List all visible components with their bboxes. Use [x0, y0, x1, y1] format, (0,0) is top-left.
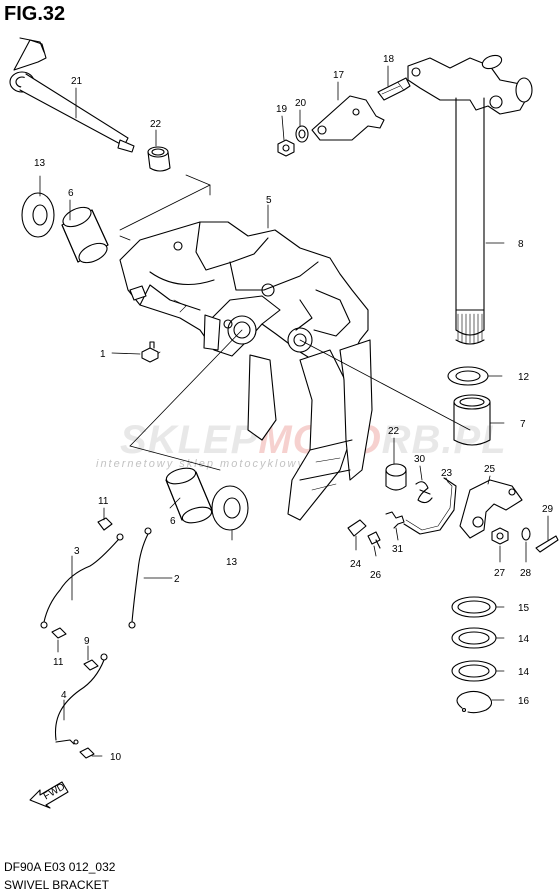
callout-18: 18 [383, 54, 395, 65]
part-4-ground-wire [54, 653, 108, 745]
part-11-screw-lower [51, 627, 67, 639]
part-5-tilt-arms [247, 339, 373, 521]
part-18-bolt [377, 77, 411, 101]
callout-14-lower: 14 [518, 667, 530, 678]
part-14-ring-lower [451, 660, 497, 682]
part-23-lever-rod [403, 477, 457, 535]
part-15-ring [451, 596, 497, 618]
part-10-screw [79, 747, 95, 759]
callout-21: 21 [71, 76, 83, 87]
callout-4: 4 [61, 690, 67, 701]
part-30-spring [415, 481, 433, 504]
part-6-upper-bushing [61, 206, 109, 264]
callout-6-lower: 6 [170, 516, 176, 527]
callout-8: 8 [518, 239, 524, 250]
callout-23: 23 [441, 468, 453, 479]
part-28-washer [521, 527, 531, 541]
figure-name: SWIVEL BRACKET [4, 878, 109, 892]
callout-5: 5 [266, 195, 272, 206]
callout-13-upper: 13 [34, 158, 46, 169]
callout-28: 28 [520, 568, 532, 579]
callout-2: 2 [174, 574, 180, 585]
callout-30: 30 [414, 454, 426, 465]
part-26-screw [367, 531, 381, 549]
callout-22-upper: 22 [150, 119, 162, 130]
callout-10: 10 [110, 752, 122, 763]
callout-6-upper: 6 [68, 188, 74, 199]
callout-11-upper: 11 [98, 496, 109, 507]
callout-25: 25 [484, 464, 496, 475]
callout-19: 19 [276, 104, 288, 115]
callout-leader-lines [39, 65, 549, 757]
part-17-bracket-plate [311, 95, 385, 141]
part-6-lower-bushing [165, 467, 213, 524]
part-13-lower-washer [211, 485, 249, 531]
fwd-arrow-icon: FWD [29, 781, 69, 809]
part-22-lower-bushing [385, 463, 407, 491]
callout-22-lower: 22 [388, 426, 400, 437]
part-13-upper-washer [21, 192, 55, 238]
part-27-nut [491, 527, 509, 545]
callout-27: 27 [494, 568, 506, 579]
callout-31: 31 [392, 544, 404, 555]
part-3-ground-wire [40, 533, 124, 629]
part-29-pin [535, 535, 559, 553]
part-11-screw-upper [97, 517, 113, 531]
callout-14-upper: 14 [518, 634, 530, 645]
watermark-brand-c: RB.PL [381, 418, 507, 462]
callout-numbers: 1 2 3 4 5 6 6 7 8 9 10 11 11 12 13 13 14… [34, 54, 554, 763]
part-7-bushing [453, 394, 491, 446]
watermark-tagline: internetowy sklep motocyklowy [96, 458, 306, 470]
callout-3: 3 [74, 546, 80, 557]
part-1-grease-nipple [141, 341, 159, 363]
callout-26: 26 [370, 570, 382, 581]
part-20-washer [295, 125, 309, 143]
callout-16: 16 [518, 696, 530, 707]
callout-29: 29 [542, 504, 554, 515]
callout-17: 17 [333, 70, 345, 81]
part-19-nut [277, 139, 295, 157]
callout-1: 1 [100, 349, 106, 360]
watermark-brand-a: SKLEP [120, 418, 259, 462]
callout-15: 15 [518, 603, 530, 614]
part-14-ring-upper [451, 627, 497, 649]
callout-20: 20 [295, 98, 307, 109]
figure-title: FIG.32 [4, 3, 66, 25]
part-25-lock-lever [459, 479, 523, 539]
callout-12: 12 [518, 372, 530, 383]
callout-13-lower: 13 [226, 557, 238, 568]
part-8-steering-shaft [407, 54, 533, 345]
part-16-snap-ring [456, 690, 493, 714]
callout-7: 7 [520, 419, 526, 430]
part-2-ground-wire [128, 527, 152, 629]
part-9-screw [83, 659, 99, 671]
callout-11-lower: 11 [53, 657, 64, 668]
model-code: DF90A E03 012_032 [4, 860, 116, 874]
assembly-guide-lines [119, 174, 471, 471]
callout-24: 24 [350, 559, 362, 570]
part-12-washer [447, 366, 489, 386]
part-22-upper-bushing [147, 146, 171, 172]
part-24-clip [347, 519, 367, 537]
part-21-pivot-shaft [9, 37, 135, 153]
part-31-spring [385, 511, 405, 529]
callout-9: 9 [84, 636, 90, 647]
